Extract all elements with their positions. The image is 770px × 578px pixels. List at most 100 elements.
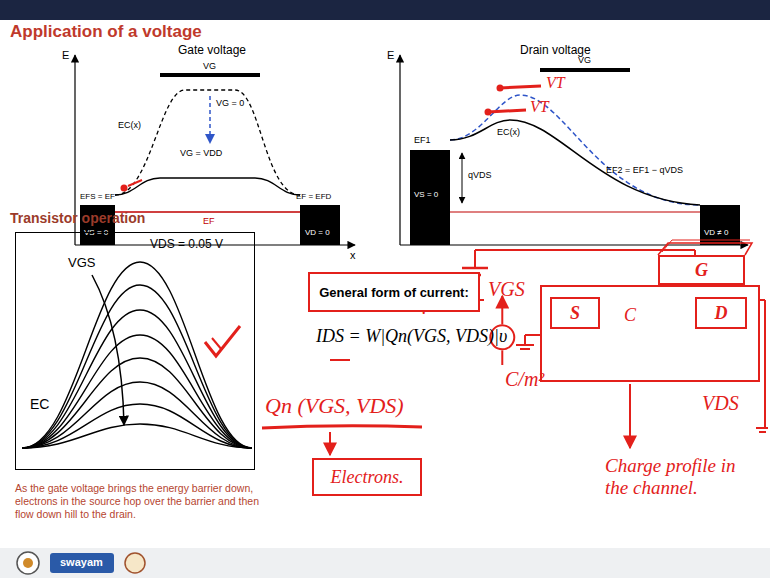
- fermi-label: EFS = EF: [80, 192, 115, 201]
- drain-voltage-plot: [400, 244, 748, 245]
- node-text: S: [570, 303, 580, 324]
- bias-label: VDS = 0.05 V: [150, 238, 223, 252]
- band-label: EC: [30, 396, 49, 412]
- gate-voltage-plot: [160, 73, 260, 77]
- plot-title: Gate voltage: [178, 43, 246, 57]
- charge-note: Qn (VGS, VDS): [265, 393, 404, 418]
- channel-note: Charge profile in the channel.: [605, 455, 736, 498]
- fermi-label: EF = EFD: [296, 192, 331, 201]
- axis-label: E: [387, 49, 394, 62]
- band-curve: [22, 404, 252, 448]
- gate-voltage-plot: [209, 96, 211, 143]
- gate-level: VG: [203, 61, 216, 71]
- fermi-label: EF = EFD: [296, 192, 331, 201]
- current-formula: IDS = W|Qn(VGS, VDS)|υ: [316, 326, 507, 347]
- gate-voltage-plot: [115, 90, 300, 195]
- fermi-label: EF: [203, 216, 215, 226]
- band-label: EC(x): [118, 120, 141, 130]
- node-text: Electrons.: [331, 467, 404, 488]
- curve-label: VG = 0: [216, 98, 244, 108]
- gate-level: VG: [578, 55, 591, 65]
- plot-title: Gate voltage: [178, 44, 246, 58]
- bias-wiring: [516, 344, 534, 346]
- axis-label: E: [62, 49, 69, 61]
- bias-wiring: [520, 348, 530, 350]
- fermi-label: EF2 = EF1 − qVDS: [606, 165, 683, 175]
- note-box: Electrons.: [312, 458, 422, 496]
- source-region: S: [550, 297, 600, 329]
- plot-title: Drain voltage: [520, 43, 591, 57]
- drain-voltage-plot: [488, 110, 526, 112]
- band-curves: [22, 262, 252, 448]
- bias-wiring: [524, 335, 526, 345]
- highlight-box: General form of current:: [308, 272, 480, 312]
- unit-note: C/m²: [505, 368, 544, 390]
- bias-wiring: [759, 431, 766, 433]
- curve-label: VG = 0: [216, 98, 244, 108]
- bias-note: VGS: [488, 278, 525, 301]
- bias-label: VDS = 0.05 V: [150, 237, 223, 251]
- node-text: D: [715, 303, 728, 324]
- fermi-label: EF2 = EF1 − qVDS: [606, 165, 683, 175]
- bias-wiring: [756, 427, 768, 429]
- drain-voltage-plot: [450, 95, 700, 205]
- gate-voltage-plot: [115, 178, 300, 195]
- fermi-label: EF1: [414, 135, 431, 145]
- gate-voltage-plot: [300, 205, 340, 245]
- curve-label: VG = VDD: [180, 148, 222, 158]
- current-formula: IDS = W|Qn(VGS, VDS)|υ: [316, 326, 507, 346]
- handwriting-marks: [330, 359, 350, 361]
- bias-wiring: [462, 267, 488, 270]
- handwriting-marks: [262, 296, 514, 455]
- drain-voltage-plot: [462, 153, 463, 203]
- gate-sweep-arrow: [92, 275, 124, 425]
- contact-label: VS = 0: [414, 190, 438, 199]
- footer-band: [17, 552, 39, 574]
- arrow-mark: [501, 350, 503, 365]
- logo-text: swayam: [60, 556, 103, 569]
- handwriting-marks: [262, 426, 422, 428]
- bias-note: VGS: [488, 278, 525, 300]
- bias-wiring: [658, 243, 752, 255]
- arrow-mark: [501, 296, 503, 324]
- band-curve: [22, 424, 252, 448]
- gate-sweep-arrow: [92, 275, 124, 425]
- gate-electrode: G: [658, 255, 745, 285]
- gate-voltage-plot: [128, 180, 142, 186]
- contact-label: VD = 0: [305, 228, 330, 237]
- charge-note: Qn (VGS, VDS): [265, 393, 404, 418]
- band-curve: [22, 310, 252, 448]
- channel-note: Charge profile in the channel.: [605, 455, 755, 499]
- threshold-note: VT: [530, 98, 549, 116]
- drain-region: D: [695, 297, 747, 329]
- drain-voltage-plot: [500, 86, 541, 88]
- substrate-region: SDC: [540, 285, 760, 382]
- bias-note: VDS: [702, 392, 739, 414]
- band-label: EC(x): [497, 127, 520, 137]
- band-label: EC(x): [118, 120, 141, 130]
- bias-wiring: [462, 240, 768, 448]
- threshold-note: VT: [546, 74, 565, 92]
- header-band: [0, 0, 770, 20]
- fermi-label: EF: [203, 216, 215, 226]
- contact-label: VS = 0: [414, 190, 438, 199]
- curve-label: VG = VDD: [180, 148, 222, 158]
- drain-voltage-plot: [540, 68, 630, 72]
- unit-note: C/m²: [505, 368, 544, 391]
- node-text: C: [624, 305, 636, 326]
- bias-wiring: [629, 384, 631, 448]
- bias-wiring: [662, 240, 750, 252]
- contact-label: VD ≠ 0: [704, 228, 728, 237]
- slide-caption: As the gate voltage brings the energy ba…: [15, 482, 277, 521]
- threshold-note: VT: [530, 98, 549, 115]
- band-curve: [22, 285, 252, 448]
- drain-voltage-plot: [450, 211, 700, 212]
- footer-band: [125, 553, 145, 573]
- axis-label: E: [387, 49, 394, 61]
- node-text: G: [695, 260, 708, 281]
- bias-wiring: [525, 334, 540, 336]
- handwriting-marks: [329, 432, 331, 455]
- bias-label: qVDS: [468, 170, 492, 180]
- band-curve: [22, 382, 252, 448]
- fermi-label: EFS = EF: [80, 192, 115, 201]
